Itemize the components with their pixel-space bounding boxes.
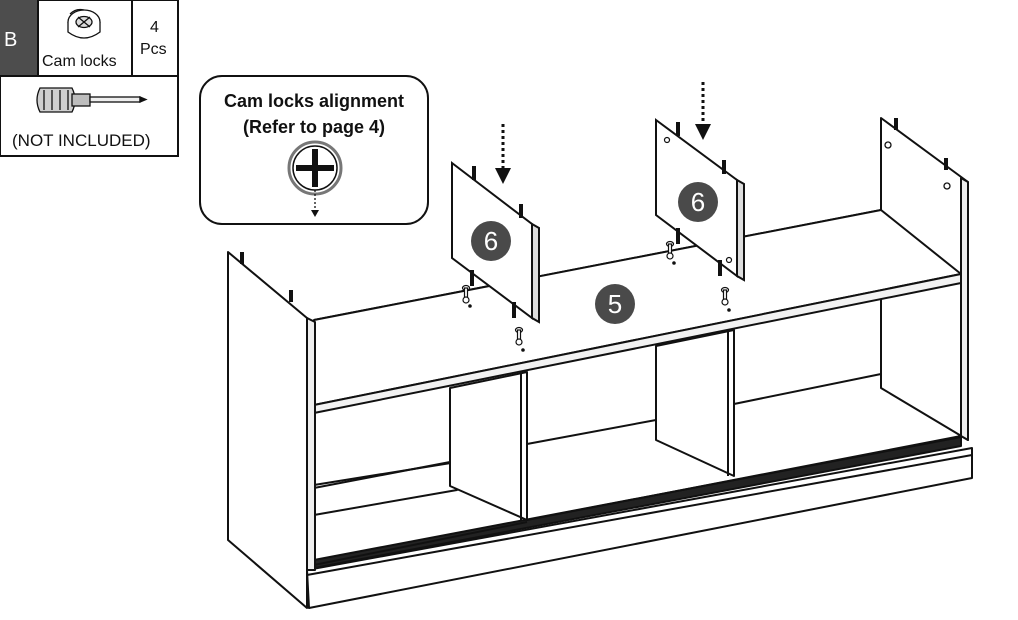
badge-left-divider-number: 6 bbox=[484, 226, 498, 256]
left-side-panel bbox=[227, 251, 308, 609]
base-plinth bbox=[306, 447, 973, 609]
side-dowels bbox=[240, 118, 951, 302]
badge-top-panel-number: 5 bbox=[608, 289, 622, 319]
badge-left-divider: 6 bbox=[471, 221, 511, 261]
callout-line-2: (Refer to page 4) bbox=[243, 117, 385, 137]
part-letter: B bbox=[4, 29, 17, 51]
screwdriver-icon bbox=[36, 87, 148, 113]
tool-note: (NOT INCLUDED) bbox=[12, 131, 151, 150]
letter-cell bbox=[0, 0, 38, 76]
interior-divider-left bbox=[449, 371, 528, 521]
badge-top-panel: 5 bbox=[595, 284, 635, 324]
cam-alignment-callout: Cam locks alignment (Refer to page 4) bbox=[199, 75, 429, 225]
parts-table: B Cam locks 4 Pcs (NOT INCLUDED) bbox=[0, 0, 179, 157]
badge-right-divider-number: 6 bbox=[691, 187, 705, 217]
interior-divider-right bbox=[655, 329, 735, 477]
part-name: Cam locks bbox=[42, 53, 117, 70]
quantity-number: 4 bbox=[150, 19, 159, 36]
badge-right-divider: 6 bbox=[678, 182, 718, 222]
tv-stand-body bbox=[227, 117, 973, 609]
cam-lock-icon bbox=[67, 8, 101, 39]
callout-line-1: Cam locks alignment bbox=[224, 91, 404, 111]
top-panel-5 bbox=[313, 209, 962, 406]
down-arrow-right bbox=[695, 82, 711, 140]
quantity-unit: Pcs bbox=[140, 41, 167, 58]
cam-lock-top-icon bbox=[287, 140, 343, 217]
cam-lock-screws bbox=[461, 240, 731, 352]
down-arrow-left bbox=[495, 124, 511, 184]
